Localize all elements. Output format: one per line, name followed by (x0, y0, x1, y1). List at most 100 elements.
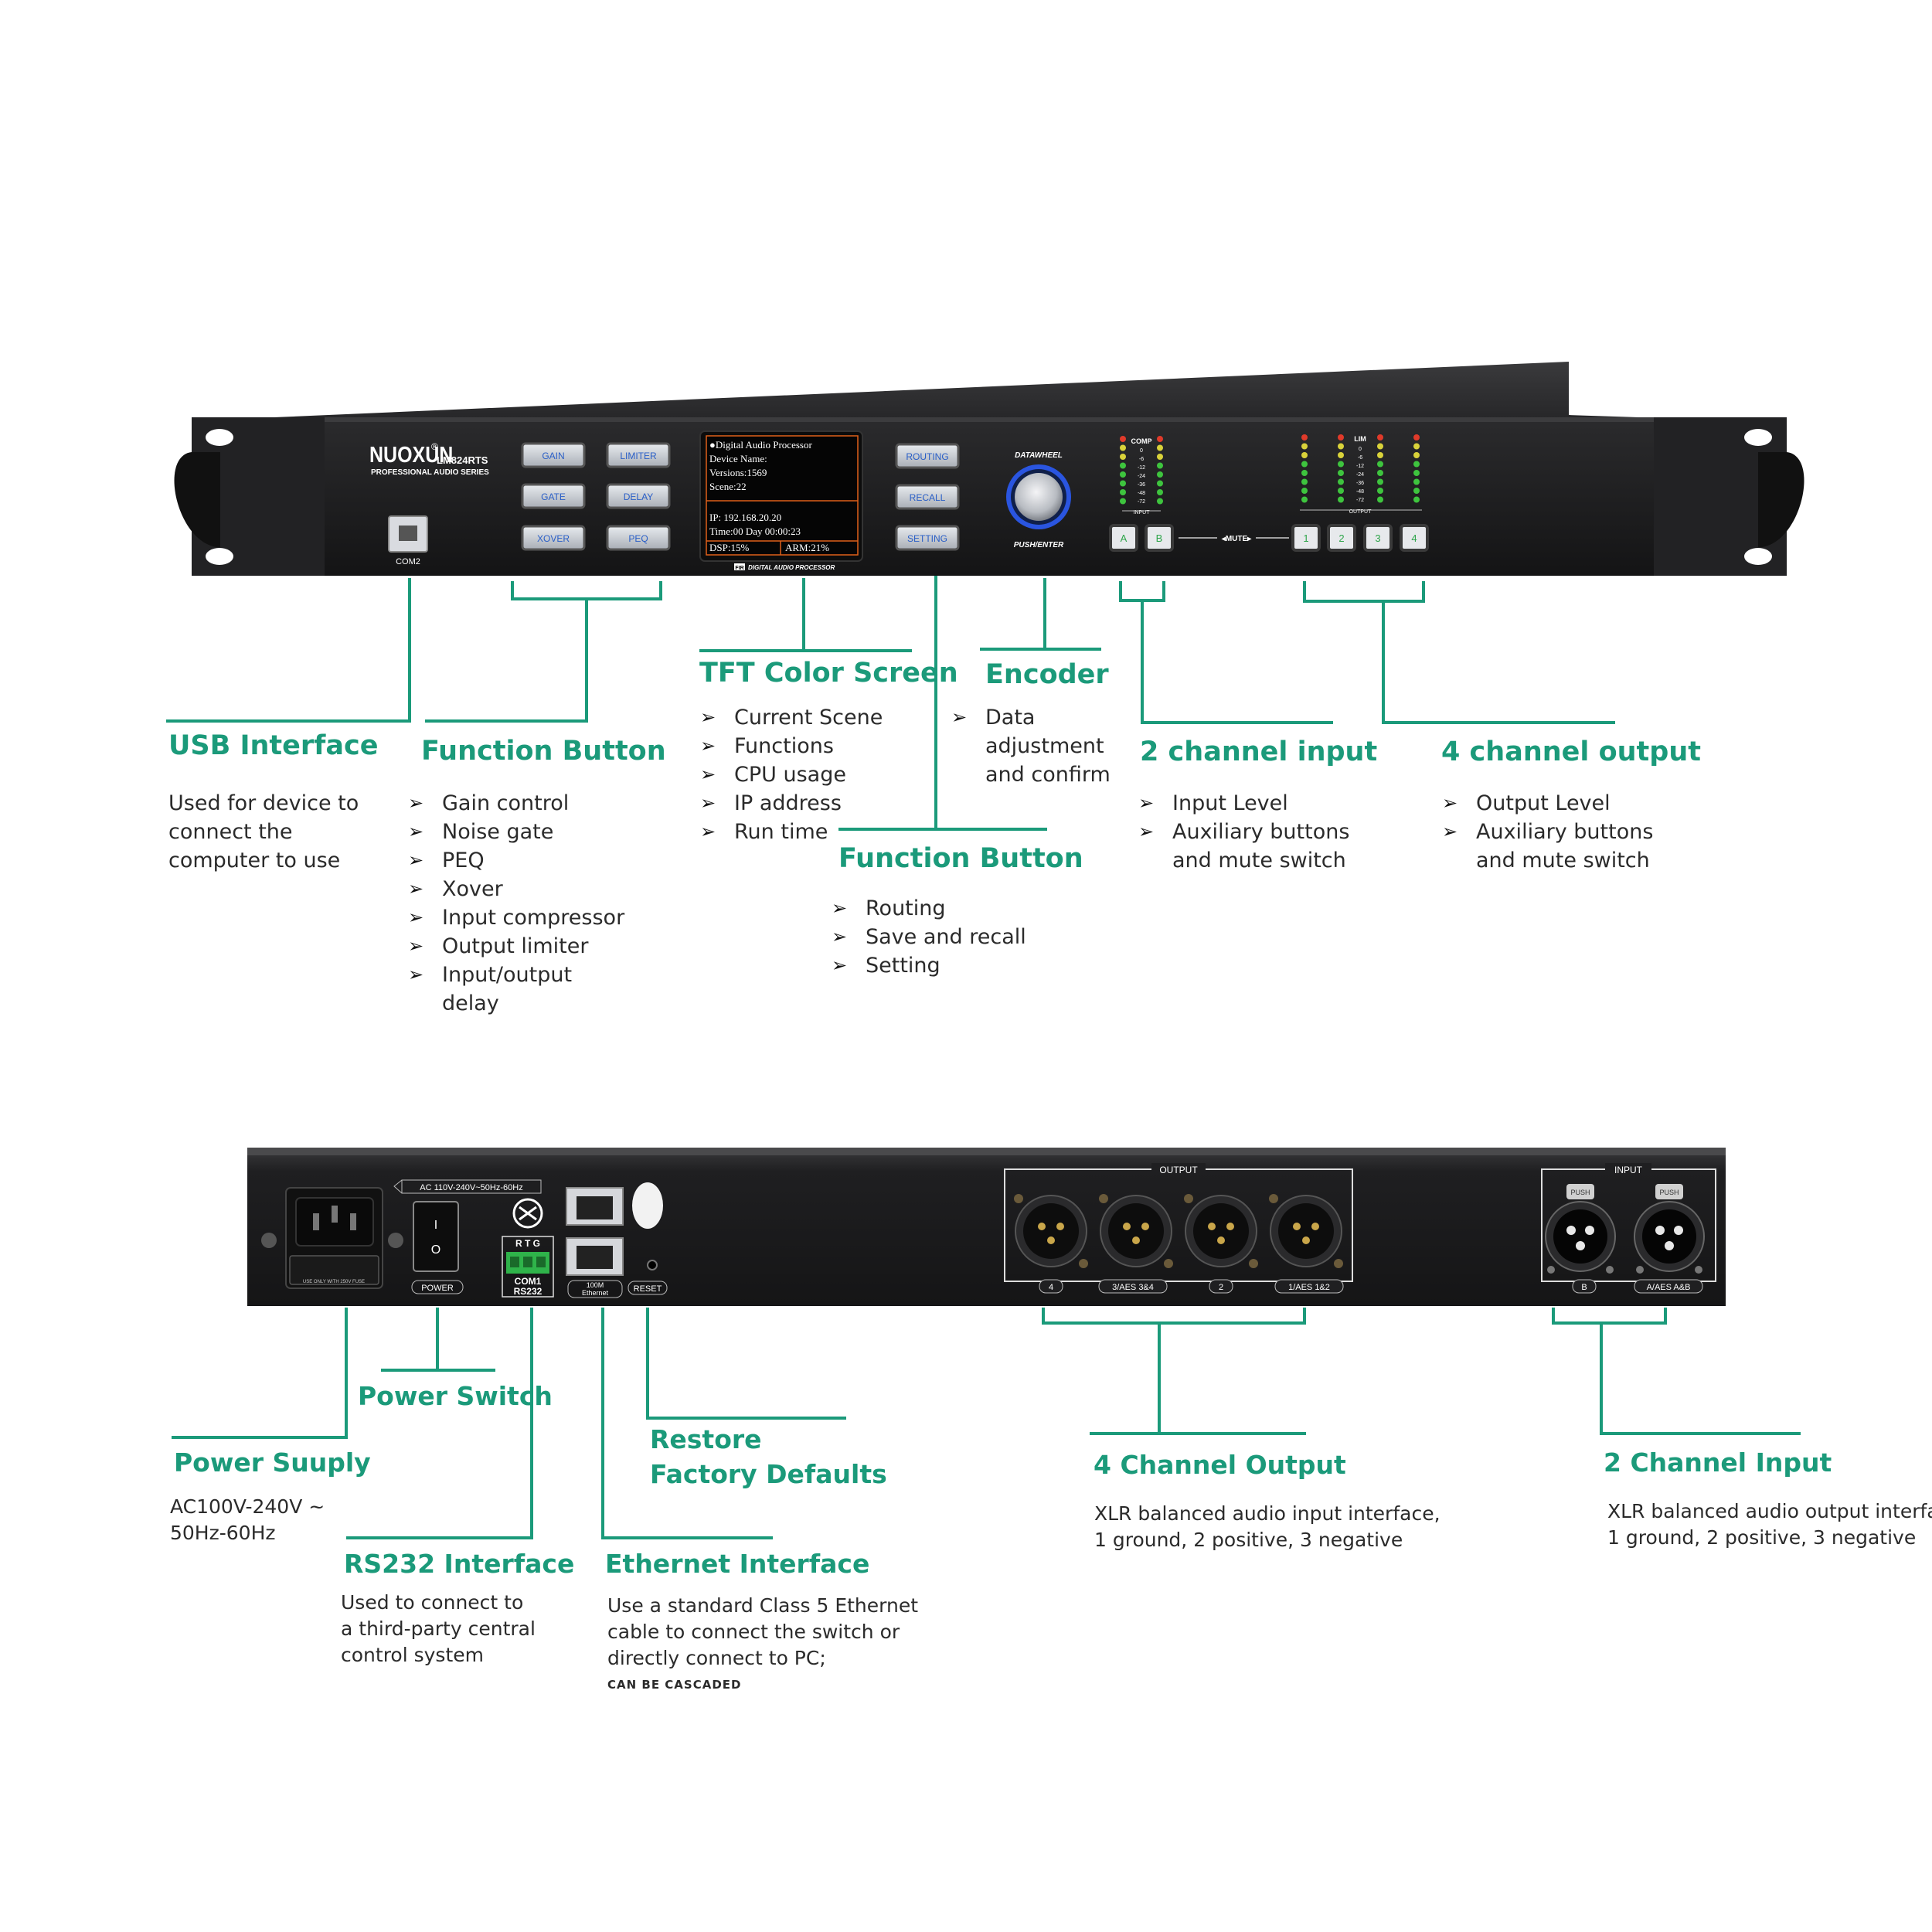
list-item: ➢Setting (832, 951, 1026, 980)
rear-callout-lines (172, 1308, 1801, 1539)
recall-button[interactable] (895, 484, 960, 510)
output-meter-led (1377, 496, 1383, 503)
xlr-mount-screw (1269, 1194, 1278, 1203)
compliance-mark-icon (512, 1198, 543, 1229)
output-3-button[interactable] (1363, 524, 1393, 552)
encoder-knob[interactable] (1015, 473, 1063, 521)
inlet-screw-left (261, 1233, 277, 1248)
xlr-pin (1217, 1236, 1225, 1244)
list-item: ➢Auxiliary buttons (1138, 818, 1349, 846)
rs232-pin-g (536, 1257, 546, 1267)
serial-sticker (632, 1182, 663, 1229)
xover-button-label: XOVER (537, 533, 570, 544)
xlr-push-latch[interactable] (1655, 1184, 1683, 1199)
screen-line-3: Versions:1569 (709, 467, 767, 478)
input-meter-led (1157, 462, 1163, 469)
list-item: ➢Xover (408, 875, 624, 903)
list-item-continuation: and confirm (985, 763, 1111, 787)
output-header-bg (1151, 1163, 1206, 1175)
output-meter-led (1377, 452, 1383, 458)
output-meter-led (1377, 434, 1383, 440)
limiter-button-label: LIMITER (620, 451, 657, 461)
power-supply-title: Power Suuply (174, 1447, 371, 1478)
xlr-mount-screw (1164, 1259, 1173, 1268)
arrow-bullet-icon: ➢ (408, 906, 424, 928)
output-meter-led (1301, 478, 1308, 485)
rack-hole-left-bottom (206, 548, 233, 565)
gate-button[interactable] (521, 483, 586, 509)
output-connector-labels: 4 3/AES 3&4 2 1/AES 1&2 (1039, 1279, 1344, 1294)
setting-button[interactable] (895, 525, 960, 551)
rs232-label: RS232 (514, 1286, 543, 1297)
function-buttons-right: ROUTING RECALL SETTING (895, 443, 960, 551)
output-4-button[interactable] (1400, 524, 1429, 552)
input-a-button-label: A (1121, 532, 1128, 544)
xlr-pin-hole (1655, 1226, 1665, 1235)
input-meter-led (1157, 480, 1163, 487)
input-b-button[interactable] (1145, 524, 1174, 552)
xlr-pin (1056, 1223, 1064, 1230)
power-switch-on-mark: I (434, 1219, 437, 1232)
brand-logo: NUOXUN (369, 442, 453, 467)
xlr-output-socket (1193, 1203, 1249, 1259)
output-meter-led (1413, 443, 1420, 450)
output-1-button-label: 1 (1303, 532, 1308, 544)
input-rear-desc-line: 1 ground, 2 positive, 3 negative (1607, 1526, 1917, 1549)
ethernet-note: CAN BE CASCADED (607, 1678, 742, 1692)
input-meter-led (1120, 436, 1126, 442)
output-meter-led (1301, 461, 1308, 468)
routing-button[interactable] (895, 443, 960, 469)
xlr-pin (1226, 1223, 1234, 1230)
tft-screen: ●Digital Audio Processor Device Name: Ve… (699, 430, 863, 571)
usb-port-inner (399, 526, 417, 541)
list-item-continuation: adjustment (985, 734, 1104, 758)
input-meter-led (1120, 444, 1126, 451)
peq-button[interactable] (606, 525, 671, 551)
input-label-a-box (1634, 1279, 1703, 1294)
series-label: PROFESSIONAL AUDIO SERIES (371, 468, 489, 477)
usb-port-label: COM2 (396, 557, 420, 566)
output-meter-led (1377, 488, 1383, 494)
output-label-3-box (1098, 1279, 1168, 1294)
delay-button[interactable] (606, 483, 671, 509)
output-rear-callout-line (1042, 1308, 1306, 1435)
output-meter-led (1338, 478, 1344, 485)
front-bevel (325, 417, 1654, 422)
rs232-description: Used to connect to a third-party central… (341, 1590, 536, 1668)
output-2-button[interactable] (1327, 524, 1356, 552)
reset-button[interactable] (647, 1260, 658, 1270)
input-meter-led (1120, 471, 1126, 478)
input-rear-title: 2 Channel Input (1604, 1447, 1832, 1478)
function-left-callout-line (425, 581, 662, 723)
rs232-callout-line (346, 1308, 533, 1539)
power-supply-desc-line: AC100V-240V ~ (170, 1495, 325, 1518)
output-meter-led (1377, 478, 1383, 485)
xlr-output-socket (1278, 1203, 1334, 1259)
chassis-top (274, 362, 1638, 421)
xlr-push-latch[interactable] (1566, 1184, 1594, 1199)
gain-button[interactable] (521, 442, 586, 468)
list-item: ➢Output Level (1442, 789, 1653, 818)
encoder: DATAWHEEL PUSH/ENTER (1006, 451, 1071, 549)
power-switch[interactable] (413, 1201, 459, 1272)
output-4ch-list: ➢Output Level ➢Auxiliary buttons and mut… (1442, 789, 1653, 875)
input-b-button-label: B (1156, 532, 1163, 544)
input-rear-desc-line: XLR balanced audio output interface (1607, 1500, 1932, 1522)
output-meter-top-label: LIM (1354, 435, 1366, 443)
xlr-mount-screw (1547, 1266, 1555, 1274)
output-connectors (1014, 1194, 1343, 1268)
output-label-2-box (1209, 1279, 1233, 1294)
xlr-mount-screw (1334, 1259, 1343, 1268)
xover-button[interactable] (521, 525, 586, 551)
output-4ch-title: 4 channel output (1441, 736, 1701, 767)
xlr-pin (1302, 1236, 1310, 1244)
arrow-bullet-icon: ➢ (408, 792, 424, 814)
xlr-pin-hole (1674, 1226, 1683, 1235)
arrow-bullet-icon: ➢ (700, 706, 716, 728)
output-meter-led (1413, 496, 1420, 503)
output-1-button[interactable] (1291, 524, 1321, 552)
fuse-holder (289, 1255, 379, 1285)
input-a-button[interactable] (1109, 524, 1138, 552)
limiter-button[interactable] (606, 442, 671, 468)
restore-callout-line (646, 1308, 846, 1420)
